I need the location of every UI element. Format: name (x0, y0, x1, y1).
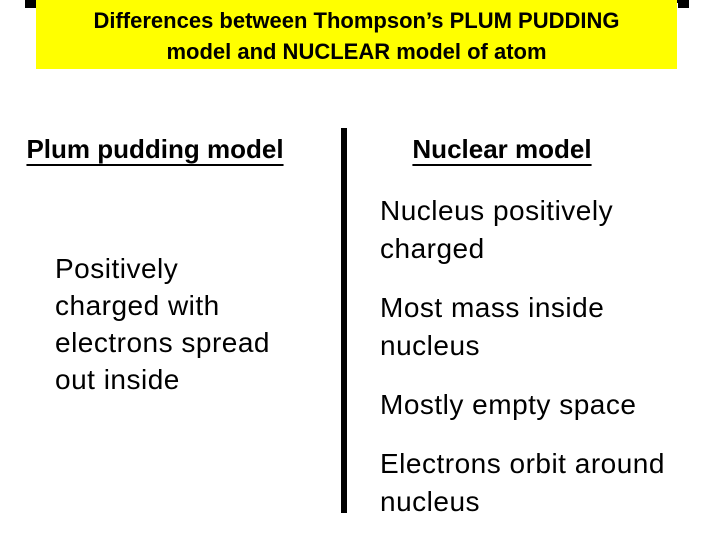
column-divider-line (341, 128, 347, 513)
text-line: nucleus (380, 330, 481, 361)
slide-title-line-2: model and NUCLEAR model of atom (166, 39, 547, 64)
text-line: Positively (55, 253, 179, 284)
slide-title-line-1: Differences between Thompson’s PLUM PUDD… (93, 8, 620, 33)
text-line: Mostly empty space (380, 389, 637, 420)
right-paragraph-4: Electrons orbit around nucleus (380, 445, 665, 521)
text-line: electrons spread (55, 327, 271, 358)
text-line: nucleus (380, 486, 481, 517)
text-line: charged (380, 233, 485, 264)
right-paragraph-3: Mostly empty space (380, 386, 665, 424)
text-line: out inside (55, 364, 180, 395)
border-fragment-top-right-vertical (678, 0, 689, 8)
text-line: Most mass inside (380, 292, 605, 323)
right-column-header: Nuclear model (412, 134, 592, 164)
text-line: Nucleus positively (380, 195, 614, 226)
border-fragment-top-left-vertical (25, 0, 36, 8)
left-column-header: Plum pudding model (26, 134, 284, 164)
right-column-body: Nucleus positively charged Most mass ins… (380, 192, 665, 521)
text-line: charged with (55, 290, 220, 321)
slide-title-box: Differences between Thompson’s PLUM PUDD… (36, 0, 677, 69)
text-line: Electrons orbit around (380, 448, 665, 479)
right-paragraph-1: Nucleus positively charged (380, 192, 665, 268)
left-paragraph-1: Positively charged with electrons spread… (55, 250, 270, 398)
right-paragraph-2: Most mass inside nucleus (380, 289, 665, 365)
left-column-body: Positively charged with electrons spread… (55, 250, 270, 398)
